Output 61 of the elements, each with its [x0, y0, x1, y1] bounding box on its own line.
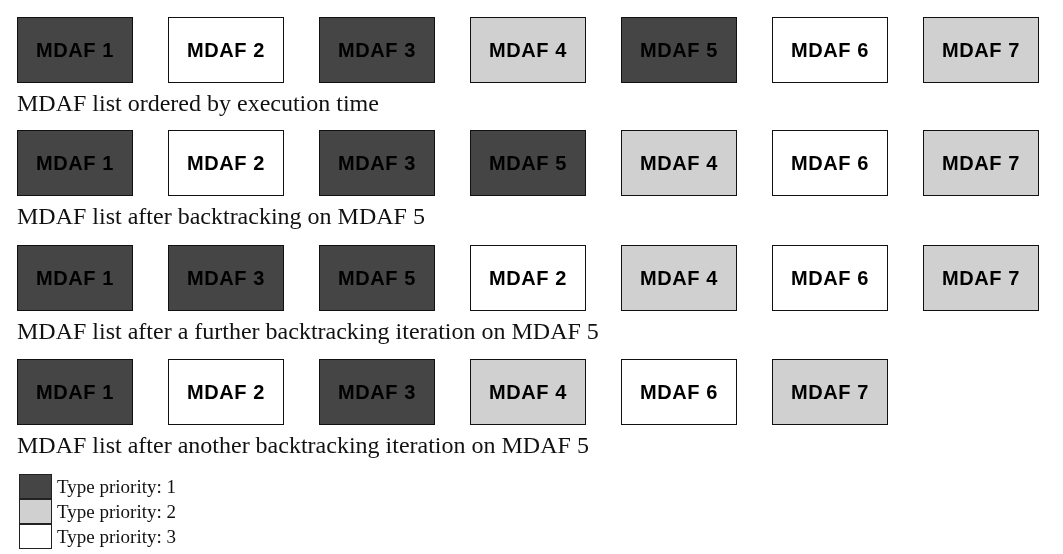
list-item-box	[17, 359, 133, 425]
list-item-box	[168, 17, 284, 83]
item-label: MDAF 6	[790, 39, 869, 61]
legend-label: Type priority: 2	[57, 501, 176, 523]
list-item-box	[621, 130, 737, 196]
item-label: MDAF 2	[186, 39, 265, 61]
row-caption: MDAF list after backtracking on MDAF 5	[17, 203, 425, 229]
row-caption: MDAF list after another backtracking iteration on MDAF 5	[17, 432, 589, 458]
list-item-box	[470, 245, 586, 311]
list-item-box	[168, 245, 284, 311]
list-item-box	[621, 245, 737, 311]
list-item-box	[17, 17, 133, 83]
list-item-box	[621, 359, 737, 425]
row-caption: MDAF list ordered by execution time	[17, 90, 379, 116]
list-item-box	[17, 245, 133, 311]
list-item-box	[923, 130, 1039, 196]
list-item-box	[621, 17, 737, 83]
list-item-box	[923, 245, 1039, 311]
legend-label: Type priority: 3	[57, 526, 176, 548]
item-label: MDAF 5	[639, 39, 718, 61]
item-label: MDAF 3	[337, 381, 416, 403]
list-item-box	[168, 130, 284, 196]
item-label: MDAF 1	[35, 39, 114, 61]
item-label: MDAF 2	[186, 381, 265, 403]
item-label: MDAF 2	[488, 267, 567, 289]
item-label: MDAF 6	[790, 152, 869, 174]
item-label: MDAF 7	[941, 39, 1020, 61]
list-item-box	[772, 130, 888, 196]
list-item-box	[772, 17, 888, 83]
item-label: MDAF 3	[337, 152, 416, 174]
item-label: MDAF 7	[790, 381, 869, 403]
item-label: MDAF 4	[488, 381, 567, 403]
item-label: MDAF 3	[337, 39, 416, 61]
item-label: MDAF 4	[639, 152, 718, 174]
list-item-box	[772, 359, 888, 425]
item-label: MDAF 1	[35, 267, 114, 289]
list-item-box	[470, 17, 586, 83]
list-item-box	[319, 17, 435, 83]
item-label: MDAF 6	[790, 267, 869, 289]
list-item-box	[168, 359, 284, 425]
item-label: MDAF 1	[35, 152, 114, 174]
item-label: MDAF 4	[488, 39, 567, 61]
item-label: MDAF 3	[186, 267, 265, 289]
list-item-box	[923, 17, 1039, 83]
item-label: MDAF 6	[639, 381, 718, 403]
row-caption: MDAF list after a further backtracking iteration on MDAF 5	[17, 318, 599, 344]
item-label: MDAF 5	[337, 267, 416, 289]
list-item-box	[772, 245, 888, 311]
list-item-box	[319, 245, 435, 311]
list-item-box	[319, 130, 435, 196]
list-item-box	[17, 130, 133, 196]
item-label: MDAF 2	[186, 152, 265, 174]
item-label: MDAF 4	[639, 267, 718, 289]
item-label: MDAF 7	[941, 152, 1020, 174]
item-label: MDAF 1	[35, 381, 114, 403]
list-item-box	[470, 359, 586, 425]
list-item-box	[319, 359, 435, 425]
item-label: MDAF 7	[941, 267, 1020, 289]
item-label: MDAF 5	[488, 152, 567, 174]
legend-label: Type priority: 1	[57, 476, 176, 498]
list-item-box	[470, 130, 586, 196]
